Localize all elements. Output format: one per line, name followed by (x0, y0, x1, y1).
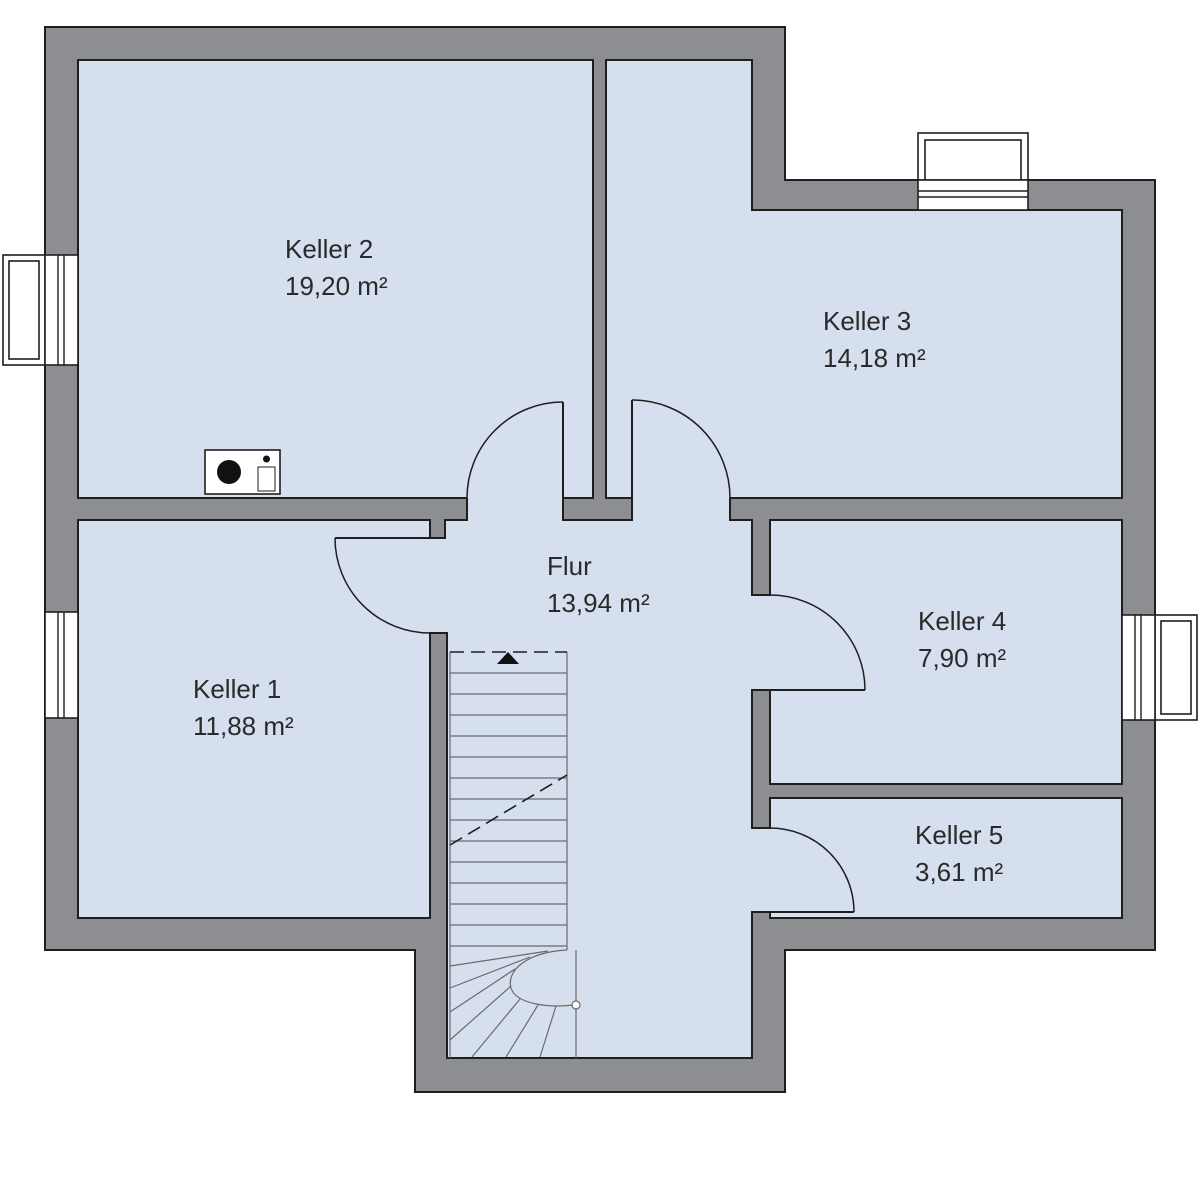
appliance-knob (263, 455, 270, 463)
door-keller-2 (466, 401, 564, 499)
room-area-keller-5: 3,61 m² (915, 857, 1003, 887)
door-keller-3 (631, 399, 731, 499)
window-icon (917, 132, 1029, 211)
door-swing-arc (769, 827, 855, 913)
outline-wall-stub (562, 498, 633, 521)
room-keller-3 (606, 60, 1122, 498)
window-frame (44, 254, 79, 366)
stair-cut-line (449, 774, 568, 846)
window-icon (1121, 614, 1198, 721)
stair-winder (449, 968, 516, 1013)
outline-keller-3 (605, 59, 1123, 499)
room-name-keller-4: Keller 4 (918, 606, 1006, 636)
appliance-panel (257, 466, 276, 492)
room-flur (430, 498, 770, 1058)
stair-winder (449, 950, 549, 967)
window-frame (1121, 614, 1156, 721)
stair-steps (450, 672, 567, 947)
window-frame (44, 611, 79, 719)
washing-machine-icon (204, 449, 281, 495)
room-name-flur: Flur (547, 551, 592, 581)
light-well-inner (1160, 620, 1192, 715)
room-area-keller-1: 11,88 m² (193, 711, 294, 741)
room-keller-4 (770, 520, 1122, 784)
stair-winder (471, 998, 521, 1058)
light-well-inner (924, 139, 1022, 181)
stair-winder (449, 956, 531, 989)
room-keller-2 (78, 60, 593, 498)
door-swing-arc (631, 399, 731, 499)
stair-winder (449, 985, 512, 1041)
room-name-keller-5: Keller 5 (915, 820, 1003, 850)
room-area-keller-4: 7,90 m² (918, 643, 1006, 673)
room-name-keller-3: Keller 3 (823, 306, 911, 336)
arrow-up-icon (497, 652, 519, 664)
light-well-inner (8, 260, 40, 360)
room-area-keller-3: 14,18 m² (823, 343, 926, 373)
stair-newel-curve (509, 949, 574, 1007)
door-swing-arc (769, 594, 866, 691)
stair-newel-post (571, 1000, 581, 1010)
appliance-drum (217, 460, 241, 484)
staircase (449, 651, 581, 1058)
door-keller-1 (334, 537, 431, 634)
window-frame (917, 179, 1029, 211)
room-name-keller-2: Keller 2 (285, 234, 373, 264)
stair-winder (505, 1004, 539, 1058)
room-keller-1 (78, 520, 430, 918)
room-name-keller-1: Keller 1 (193, 674, 281, 704)
outline-lower-rooms (77, 498, 1123, 1059)
door-keller-4 (769, 594, 866, 691)
door-swing-arc (466, 401, 564, 499)
room-area-flur: 13,94 m² (547, 588, 650, 618)
outline-keller-2 (77, 59, 594, 499)
window-icon (44, 611, 79, 719)
room-area-keller-2: 19,20 m² (285, 271, 388, 301)
stair-winder (539, 1005, 557, 1058)
door-keller-5 (769, 827, 855, 913)
door-swing-arc (334, 537, 431, 634)
room-keller-5 (770, 798, 1122, 918)
window-icon (2, 254, 79, 366)
